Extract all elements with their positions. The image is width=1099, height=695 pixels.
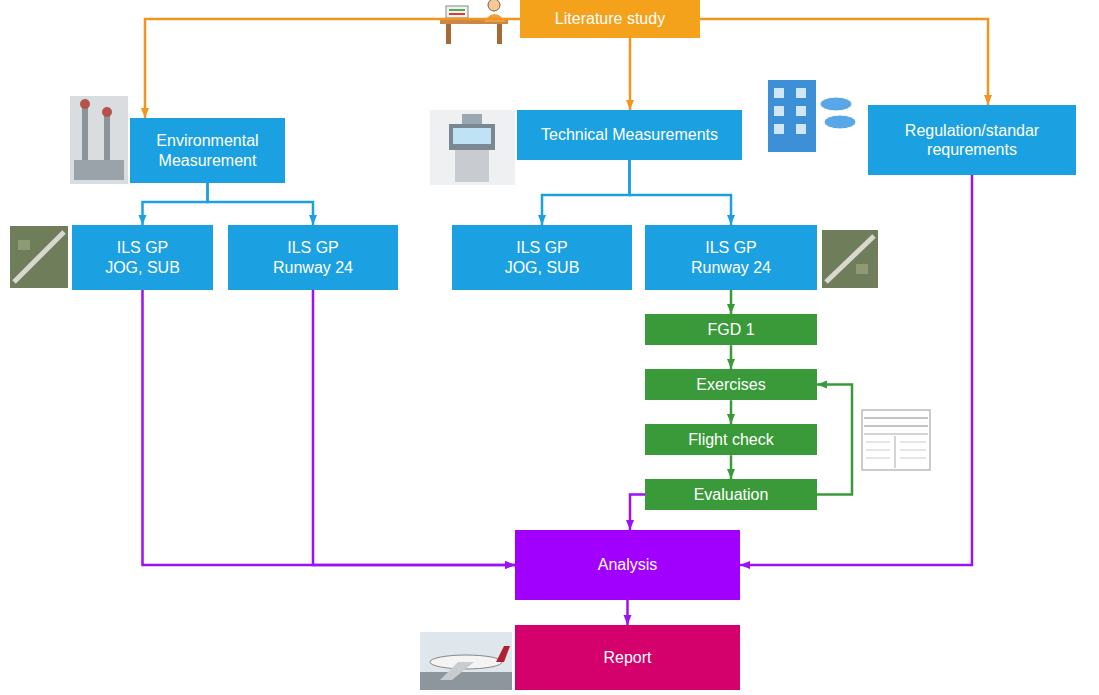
box-label: Literature study [555, 9, 665, 28]
site-box: ILS GP Runway 24 [645, 225, 817, 290]
process-box: Environmental Measurement [130, 118, 285, 183]
site-box: ILS GP JOG, SUB [72, 225, 213, 290]
runway-aerial-image [10, 226, 68, 288]
box-label: Exercises [696, 375, 765, 394]
antenna-site-image [70, 96, 128, 184]
box-label: ILS GP JOG, SUB [502, 238, 582, 276]
flow-arrow [730, 455, 733, 479]
flow-arrow [730, 290, 733, 314]
airplane-image [420, 632, 512, 690]
box-label: Flight check [688, 430, 773, 449]
flow-arrow [542, 160, 630, 225]
step-box: Exercises [645, 369, 817, 400]
site-box: ILS GP JOG, SUB [452, 225, 632, 290]
flow-arrow [630, 160, 732, 225]
flow-arrow [143, 290, 516, 565]
box-label: Report [603, 648, 651, 667]
process-box: Regulation/standar requrements [868, 105, 1076, 175]
flow-arrow [730, 400, 733, 424]
site-box: ILS GP Runway 24 [228, 225, 398, 290]
box-label: Environmental Measurement [138, 131, 277, 169]
process-box: Technical Measurements [517, 110, 742, 160]
office-building-icon [768, 80, 856, 152]
flow-arrow [817, 385, 852, 495]
runway-aerial-image [822, 230, 878, 288]
box-label: ILS GP Runway 24 [685, 238, 777, 276]
box-label: Analysis [598, 555, 658, 574]
flow-arrow [730, 345, 733, 369]
flow-arrow [145, 19, 520, 118]
box-label: ILS GP JOG, SUB [103, 238, 183, 276]
analysis-box: Analysis [515, 530, 740, 600]
flow-arrow [629, 38, 632, 110]
flow-arrow [143, 183, 208, 225]
flow-arrow [700, 19, 988, 105]
start-box: Literature study [520, 0, 700, 38]
box-label: Evaluation [694, 485, 769, 504]
flow-arrow [313, 290, 515, 565]
step-box: Evaluation [645, 479, 817, 510]
flight-check-sheet-image [862, 410, 930, 470]
flow-arrow [626, 600, 629, 625]
step-box: FGD 1 [645, 314, 817, 345]
box-label: ILS GP Runway 24 [267, 238, 359, 276]
report-box: Report [515, 625, 740, 690]
box-label: Technical Measurements [541, 125, 718, 144]
flow-arrow [630, 495, 645, 530]
control-tower-image [430, 110, 515, 185]
flow-arrow [208, 183, 314, 225]
person-desk-icon [440, 0, 508, 44]
box-label: FGD 1 [707, 320, 754, 339]
step-box: Flight check [645, 424, 817, 455]
box-label: Regulation/standar requrements [876, 121, 1068, 159]
